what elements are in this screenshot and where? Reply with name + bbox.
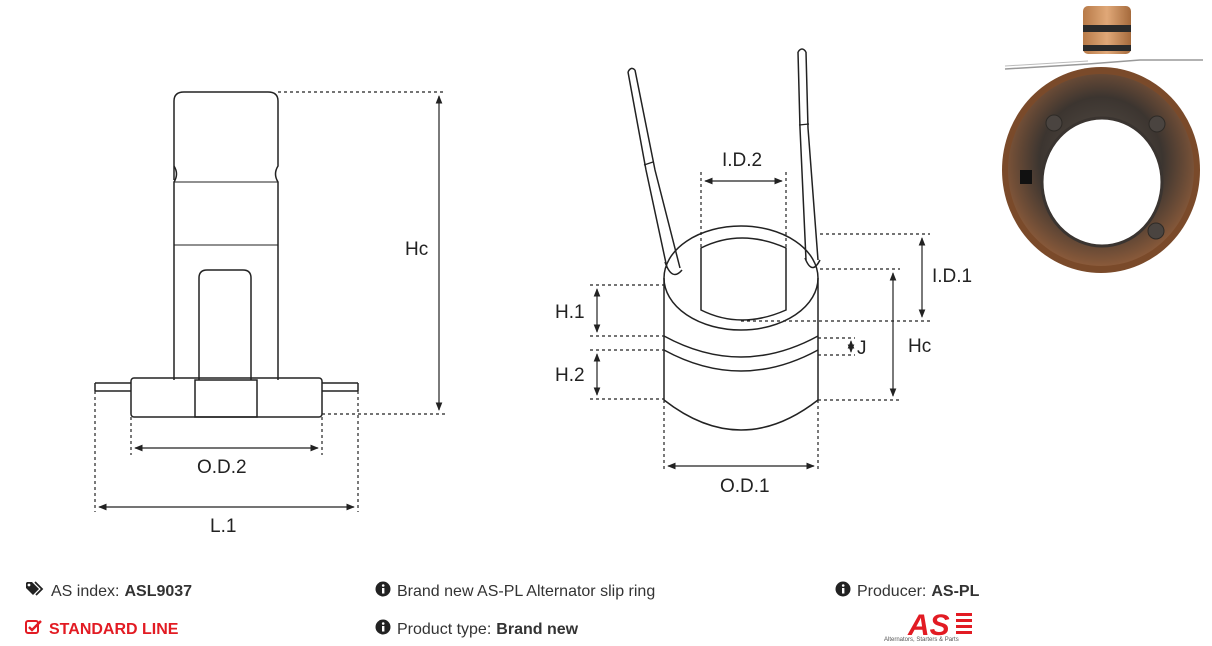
standard-line-label: STANDARD LINE	[49, 620, 179, 638]
dim-label-id2: I.D.2	[722, 150, 762, 171]
check-square-icon	[25, 619, 43, 640]
product-type-row: Product type: Brand new	[375, 619, 578, 640]
producer-row: Producer: AS-PL	[835, 581, 979, 602]
dim-label-id1: I.D.1	[932, 266, 972, 287]
product-type-label: Product type:	[397, 620, 492, 638]
as-index-label: AS index:	[51, 582, 120, 600]
info-circle-icon	[375, 619, 391, 640]
perspective-view-drawing	[627, 48, 821, 431]
dim-label-od2: O.D.2	[197, 457, 247, 478]
product-description: Brand new AS-PL Alternator slip ring	[397, 582, 656, 600]
product-type-value: Brand new	[496, 620, 579, 638]
side-view-drawing	[94, 91, 359, 418]
dim-label-h2: H.2	[555, 365, 585, 386]
info-circle-icon	[835, 581, 851, 602]
product-photo	[1002, 6, 1203, 273]
dim-label-l1: L.1	[210, 516, 236, 537]
as-index-value: ASL9037	[124, 582, 193, 600]
description-row: Brand new AS-PL Alternator slip ring	[375, 581, 655, 602]
perspective-view-dimension-lines	[590, 172, 930, 472]
logo-text: AS	[907, 609, 950, 642]
dim-label-od1: O.D.1	[720, 476, 770, 497]
logo-tagline: Alternators, Starters & Parts	[884, 637, 959, 643]
dim-label-hc-left: Hc	[405, 239, 428, 260]
dim-label-j: J	[857, 338, 867, 359]
producer-label: Producer:	[857, 582, 927, 600]
producer-value: AS-PL	[931, 582, 980, 600]
dim-label-h1: H.1	[555, 302, 585, 323]
tags-icon	[25, 581, 45, 602]
dim-label-hc-right: Hc	[908, 336, 931, 357]
line-row: STANDARD LINE	[25, 619, 178, 640]
info-circle-icon	[375, 581, 391, 602]
as-pl-logo: AS	[907, 609, 972, 642]
side-view-dimension-lines	[94, 91, 445, 512]
as-index-row: AS index: ASL9037	[25, 581, 192, 602]
